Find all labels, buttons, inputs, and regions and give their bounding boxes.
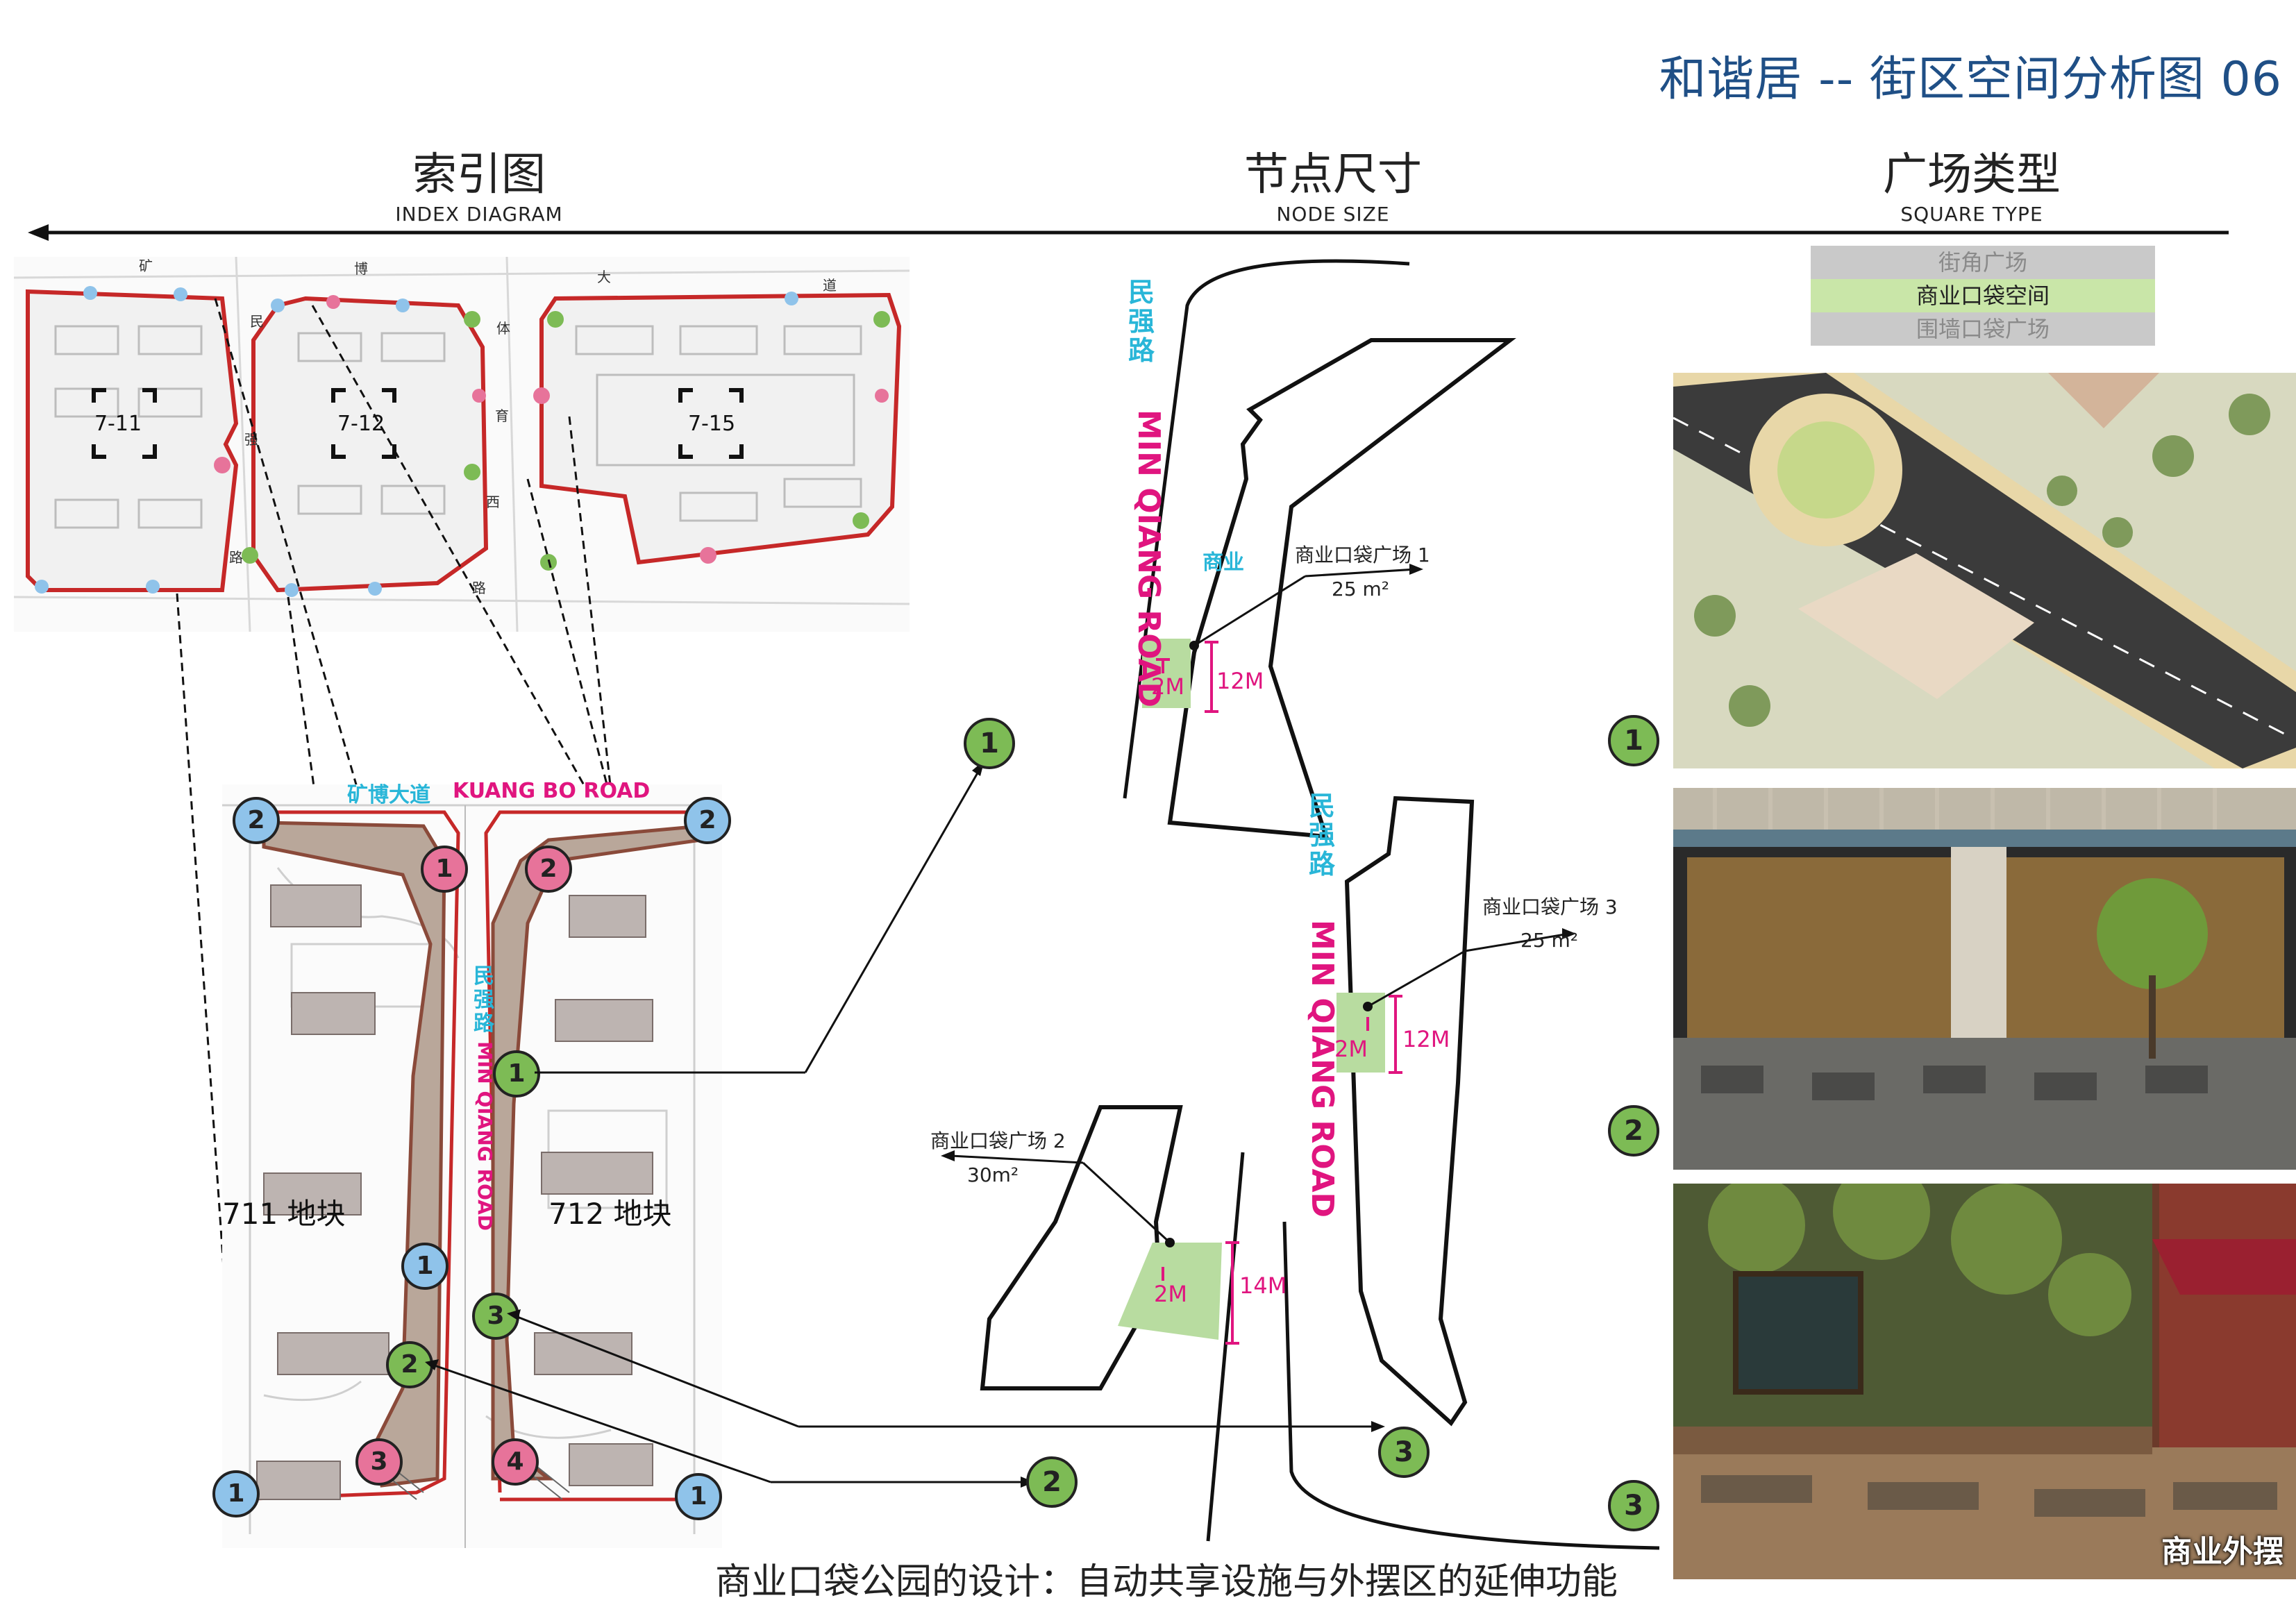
node-1-label: 商业口袋广场 1 bbox=[1295, 544, 1430, 566]
marker-corner-1: 1 bbox=[675, 1473, 722, 1520]
header-arrow bbox=[28, 224, 2229, 241]
node-3-height: 12M bbox=[1402, 1026, 1450, 1052]
plot-label-711: 711 地块 bbox=[222, 1197, 346, 1231]
index-map: 7-11 7-12 7-15 矿 博 大 道 民 强 路 体 育 西 路 bbox=[14, 257, 910, 632]
node-3-label: 商业口袋广场 3 bbox=[1482, 895, 1618, 918]
node-2-area: 30m² bbox=[967, 1163, 1019, 1186]
node-2-height: 14M bbox=[1239, 1272, 1287, 1299]
road-char: 矿 bbox=[139, 258, 153, 274]
node-1-height: 12M bbox=[1216, 668, 1264, 694]
column-square-subtitle: SQUARE TYPE bbox=[1900, 203, 2043, 226]
bottom-caption: 商业口袋公园的设计：自动共享设施与外摆区的延伸功能 bbox=[715, 1561, 1618, 1603]
road-label-kuangbo-cn: 矿博大道 bbox=[347, 783, 430, 807]
road-char: 育 bbox=[495, 407, 509, 424]
node-marker-2: 2 bbox=[1026, 1456, 1078, 1508]
column-node: 节点尺寸 NODE SIZE bbox=[1194, 139, 1472, 226]
photo-3-tag: 商业外摆 bbox=[2161, 1534, 2284, 1570]
legend-item-corner: 街角广场 bbox=[1811, 246, 2155, 279]
photo-outdoor-seating: 商业外摆 bbox=[1673, 1184, 2296, 1579]
node-2-width: 2M bbox=[1154, 1281, 1187, 1307]
column-node-subtitle: NODE SIZE bbox=[1276, 203, 1390, 226]
block-label: 7-11 bbox=[94, 412, 142, 436]
square-type-legend: 街角广场 商业口袋空间 围墙口袋广场 bbox=[1811, 246, 2155, 346]
node-road-en-2: MIN QIANG ROAD bbox=[1305, 920, 1340, 1218]
marker-corner-1: 1 bbox=[212, 1470, 260, 1517]
node-3-width: 2M bbox=[1334, 1036, 1368, 1062]
marker-wall-4: 4 bbox=[492, 1438, 539, 1486]
block-label: 7-12 bbox=[337, 412, 385, 436]
photo-marker-3: 3 bbox=[1608, 1480, 1659, 1531]
node-marker-3: 3 bbox=[1378, 1427, 1430, 1478]
column-index: 索引图 INDEX DIAGRAM bbox=[340, 139, 618, 226]
node-1-width: 2M bbox=[1151, 673, 1184, 700]
legend-item-wall: 围墙口袋广场 bbox=[1811, 312, 2155, 346]
marker-wall-1: 1 bbox=[421, 846, 468, 893]
road-label-minqiang-cn: 民强路 bbox=[474, 964, 494, 1036]
marker-corner-2: 2 bbox=[233, 797, 280, 844]
node-3-area: 25 m² bbox=[1520, 929, 1579, 952]
road-char: 道 bbox=[823, 277, 837, 294]
photo-marker-1: 1 bbox=[1608, 715, 1659, 766]
column-square: 广场类型 SQUARE TYPE bbox=[1833, 139, 2111, 226]
photo-marker-2: 2 bbox=[1608, 1105, 1659, 1157]
road-char: 体 bbox=[496, 320, 510, 337]
photo-street-rendering bbox=[1673, 373, 2296, 768]
node-2-label: 商业口袋广场 2 bbox=[930, 1129, 1066, 1152]
road-char: 大 bbox=[597, 269, 611, 285]
road-char: 路 bbox=[229, 549, 243, 566]
road-char: 博 bbox=[354, 260, 368, 277]
photo-restaurant-facade bbox=[1673, 788, 2296, 1170]
detail-map bbox=[222, 784, 722, 1548]
road-char: 路 bbox=[472, 580, 486, 596]
node-road-en-1: MIN QIANG ROAD bbox=[1131, 410, 1166, 708]
commercial-label: 商业 bbox=[1203, 550, 1244, 575]
column-index-subtitle: INDEX DIAGRAM bbox=[395, 203, 563, 226]
marker-wall-2: 2 bbox=[525, 846, 572, 893]
node-road-cn-1: 民强路 bbox=[1128, 277, 1155, 366]
block-label: 7-15 bbox=[688, 412, 735, 436]
page-title: 和谐居 -- 街区空间分析图 06 bbox=[1659, 52, 2282, 107]
marker-corner-2: 2 bbox=[684, 797, 731, 844]
node-road-cn-2: 民强路 bbox=[1309, 791, 1336, 880]
marker-wall-3: 3 bbox=[355, 1438, 403, 1486]
road-char: 民 bbox=[250, 313, 264, 330]
road-char: 西 bbox=[486, 494, 500, 510]
road-label-kuangbo-en: KUANG BO ROAD bbox=[453, 779, 651, 803]
legend-item-commercial: 商业口袋空间 bbox=[1811, 279, 2155, 312]
column-square-title: 广场类型 bbox=[1883, 149, 2061, 201]
node-1-area: 25 m² bbox=[1332, 578, 1390, 600]
marker-corner-1: 1 bbox=[401, 1243, 449, 1290]
column-index-title: 索引图 bbox=[412, 149, 546, 201]
column-node-title: 节点尺寸 bbox=[1244, 149, 1422, 201]
plot-label-712: 712 地块 bbox=[548, 1197, 672, 1231]
node-marker-1: 1 bbox=[964, 718, 1015, 769]
marker-commercial-1: 1 bbox=[493, 1050, 540, 1098]
